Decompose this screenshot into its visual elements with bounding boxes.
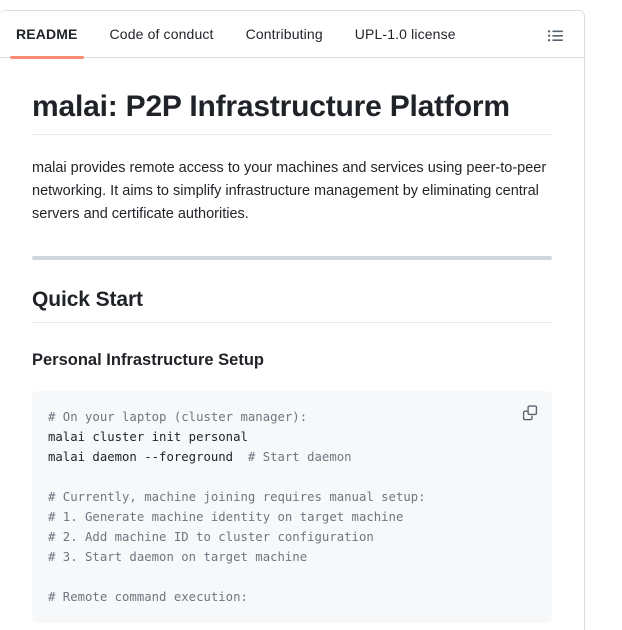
code-line: # 1. Generate machine identity on target… (48, 509, 404, 524)
section-divider (32, 255, 552, 260)
tab-contributing[interactable]: Contributing (230, 11, 339, 57)
tab-code-of-conduct-label: Code of conduct (109, 26, 214, 42)
code-line: # 2. Add machine ID to cluster configura… (48, 529, 374, 544)
tab-list: README Code of conduct Contributing UPL-… (0, 11, 472, 59)
code-line: # 3. Start daemon on target machine (48, 549, 308, 564)
tab-license-label: UPL-1.0 license (354, 26, 456, 42)
code-line: # Remote command execution: (48, 589, 248, 604)
list-unordered-icon (547, 29, 563, 41)
code-content[interactable]: # On your laptop (cluster manager): mala… (48, 407, 536, 607)
section-heading-quick-start: Quick Start (32, 287, 552, 324)
tab-license[interactable]: UPL-1.0 license (339, 11, 472, 57)
intro-paragraph: malai provides remote access to your mac… (32, 159, 547, 223)
page-title: malai: P2P Infrastructure Platform (32, 88, 552, 135)
tab-readme[interactable]: README (0, 11, 94, 59)
tab-readme-label: README (16, 26, 78, 42)
tab-contributing-label: Contributing (245, 26, 323, 42)
code-line: malai daemon --foreground (48, 449, 248, 464)
copy-code-button[interactable] (516, 399, 544, 427)
copy-icon (522, 405, 538, 421)
subsection-heading-personal-setup: Personal Infrastructure Setup (32, 351, 264, 370)
table-of-contents-button[interactable] (542, 22, 568, 48)
code-block: # On your laptop (cluster manager): mala… (32, 390, 552, 623)
code-line: # On your laptop (cluster manager): (48, 409, 308, 424)
readme-content: malai: P2P Infrastructure Platform malai… (0, 58, 584, 623)
code-line: # Currently, machine joining requires ma… (48, 489, 426, 504)
code-line-comment: # Start daemon (247, 449, 352, 464)
readme-panel: README Code of conduct Contributing UPL-… (0, 10, 585, 630)
repo-file-tabbar: README Code of conduct Contributing UPL-… (0, 11, 584, 59)
code-line: malai cluster init personal (48, 429, 248, 444)
tab-code-of-conduct[interactable]: Code of conduct (94, 11, 230, 57)
